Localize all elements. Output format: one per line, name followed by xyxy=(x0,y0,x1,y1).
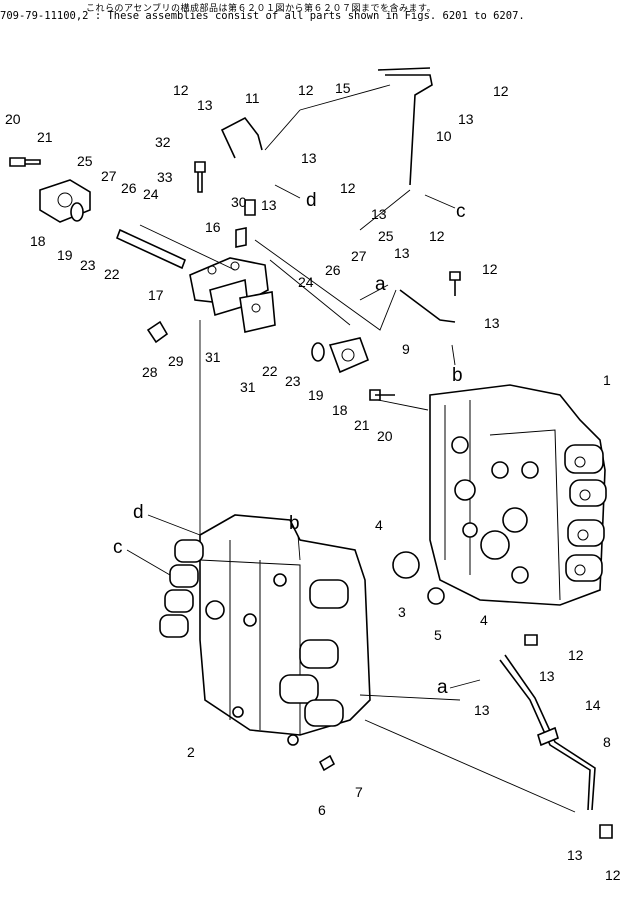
callout: 18 xyxy=(30,233,46,249)
connection-arrows xyxy=(126,184,481,689)
callout: 13 xyxy=(197,97,213,113)
callout: 31 xyxy=(205,349,221,365)
connection-letter: b xyxy=(452,365,463,386)
callout: 13 xyxy=(301,150,317,166)
callout: 12 xyxy=(605,867,621,883)
callout: 13 xyxy=(474,702,490,718)
callout: 18 xyxy=(332,402,348,418)
callout: 1 xyxy=(603,372,611,388)
callout: 29 xyxy=(168,353,184,369)
callout: 22 xyxy=(262,363,278,379)
o-ring-5 xyxy=(427,587,445,605)
callout: 22 xyxy=(104,266,120,282)
callout: 32 xyxy=(155,134,171,150)
assembly-note: : These assemblies consist of all parts … xyxy=(94,10,525,22)
callout: 10 xyxy=(436,128,452,144)
callout: 14 xyxy=(585,697,601,713)
callout: 13 xyxy=(484,315,500,331)
callout: 20 xyxy=(377,428,393,444)
callout: 12 xyxy=(429,228,445,244)
callout: 13 xyxy=(371,206,387,222)
callout: 15 xyxy=(335,80,351,96)
callout: 12 xyxy=(340,180,356,196)
leader-lines xyxy=(139,84,576,813)
callout: 7 xyxy=(355,784,363,800)
o-ring-3 xyxy=(392,551,420,579)
valve-body-2 xyxy=(159,514,371,746)
callout: 12 xyxy=(482,261,498,277)
connection-letter: a xyxy=(437,677,448,698)
callout: 4 xyxy=(375,517,383,533)
callout: 6 xyxy=(318,802,326,818)
english-note: 709-79-11100,2 : These assemblies consis… xyxy=(0,10,525,22)
main-valve-1 xyxy=(429,384,607,606)
callout: 30 xyxy=(231,194,247,210)
callout: 13 xyxy=(567,847,583,863)
connection-letter: d xyxy=(133,502,144,523)
callout: 31 xyxy=(240,379,256,395)
callout: 21 xyxy=(37,129,53,145)
callout: 20 xyxy=(5,111,21,127)
connection-letter: a xyxy=(375,274,386,295)
callout: 27 xyxy=(101,168,117,184)
callout: 4 xyxy=(480,612,488,628)
callout: 19 xyxy=(57,247,73,263)
callout: 8 xyxy=(603,734,611,750)
callout: 26 xyxy=(325,262,341,278)
callout: 12 xyxy=(298,82,314,98)
callout: 13 xyxy=(458,111,474,127)
o-ring-19-lower xyxy=(311,342,325,362)
connection-letter: c xyxy=(113,537,123,558)
plug-28 xyxy=(146,320,169,344)
callout: 12 xyxy=(493,83,509,99)
callout: 23 xyxy=(80,257,96,273)
callout: 25 xyxy=(378,228,394,244)
callout: 24 xyxy=(143,186,159,202)
callout: 28 xyxy=(142,364,158,380)
callout: 13 xyxy=(261,197,277,213)
callout: 25 xyxy=(77,153,93,169)
callout: 13 xyxy=(394,245,410,261)
clamp-14 xyxy=(537,726,559,747)
callout: 24 xyxy=(298,274,314,290)
flange-18-lower xyxy=(328,337,370,374)
connection-letter: d xyxy=(306,190,317,211)
callout: 12 xyxy=(568,647,584,663)
callout: 23 xyxy=(285,373,301,389)
manifold-block-16 xyxy=(189,227,276,333)
valve-17 xyxy=(115,228,187,270)
part-number: 709-79-11100,2 xyxy=(0,10,89,22)
callout: 16 xyxy=(205,219,221,235)
connection-letters: a a b b c c d d xyxy=(113,190,466,698)
callout: 17 xyxy=(148,287,164,303)
callout: 5 xyxy=(434,627,442,643)
callout: 3 xyxy=(398,604,406,620)
callout-labels: 1 2 3 4 4 5 6 7 8 9 10 11 12 12 12 12 12… xyxy=(5,80,621,883)
callout: 12 xyxy=(173,82,189,98)
o-ring-19-upper xyxy=(70,202,84,222)
callout: 33 xyxy=(157,169,173,185)
connection-letter: b xyxy=(289,513,300,534)
callout: 21 xyxy=(354,417,370,433)
callout: 9 xyxy=(402,341,410,357)
connection-letter: c xyxy=(456,201,466,222)
callout: 13 xyxy=(539,668,555,684)
callout: 2 xyxy=(187,744,195,760)
tubes xyxy=(220,67,596,811)
callout: 26 xyxy=(121,180,137,196)
bolts xyxy=(9,157,613,839)
callout: 11 xyxy=(245,90,260,106)
callout: 19 xyxy=(308,387,324,403)
callout: 27 xyxy=(351,248,367,264)
japanese-note: これらのアセンブリの構成部品は第６２０１図から第６２０７図までを含みます。 xyxy=(86,4,437,14)
